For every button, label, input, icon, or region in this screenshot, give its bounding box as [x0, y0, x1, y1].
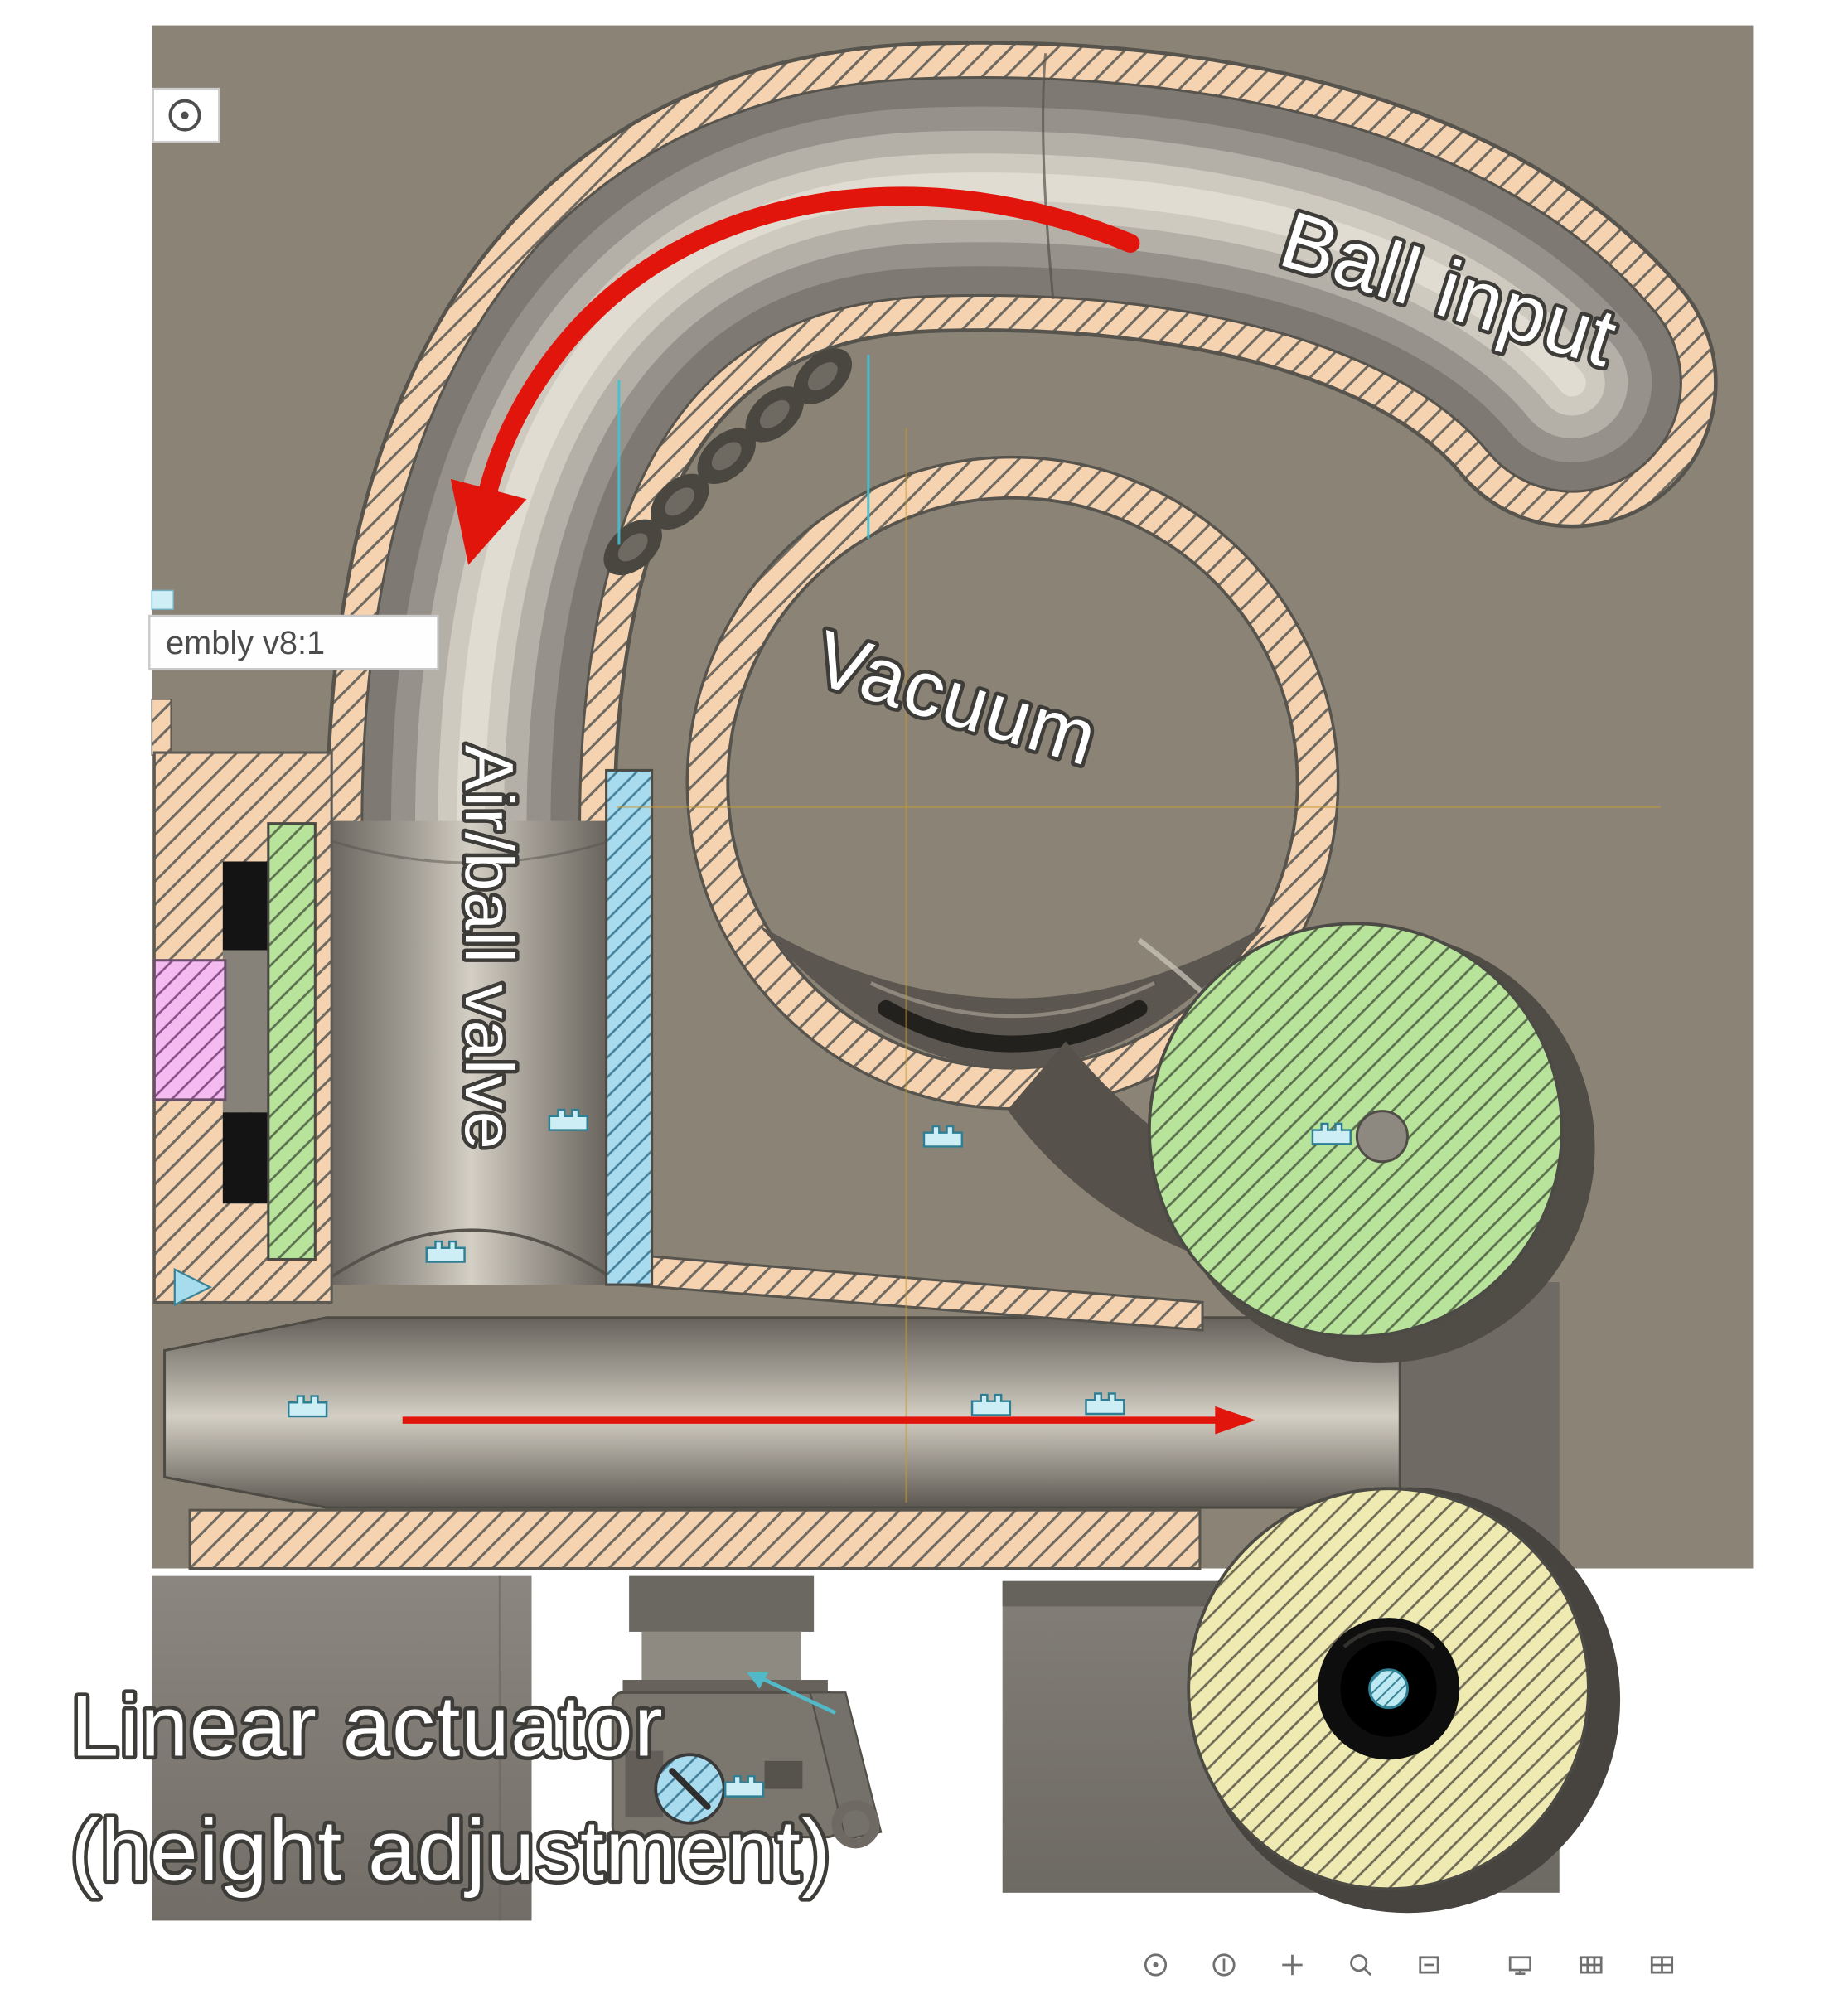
- left-edge-section-chip: [151, 699, 172, 756]
- section-datum-symbols: [173, 1108, 1352, 1798]
- actuator-ring: [831, 1800, 880, 1849]
- pan-icon[interactable]: [1282, 1954, 1303, 1976]
- annotation-linear-actuator: Linear actuator: [71, 1679, 665, 1775]
- look-at-icon[interactable]: [1212, 1953, 1236, 1977]
- air-ball-valve-tube[interactable]: [322, 820, 619, 1285]
- orbit-icon[interactable]: [1144, 1953, 1168, 1977]
- motion-arrow: [747, 1672, 769, 1689]
- hub-screw: [1368, 1668, 1409, 1710]
- annotation-linear-actuator-sub: (height adjustment): [71, 1803, 832, 1899]
- annotation-air-ball-valve: Air/ball valve: [451, 745, 527, 1150]
- wheel-axle: [1355, 1110, 1409, 1164]
- chamber-floor: [757, 924, 1267, 1068]
- barrel-lower-wall: [188, 1508, 1202, 1570]
- valve-housing-section[interactable]: [152, 751, 654, 1304]
- seal-section: [152, 959, 227, 1101]
- navigation-toolbar[interactable]: [1144, 1953, 1674, 1977]
- document-version-label[interactable]: embly v8:1: [148, 614, 439, 670]
- exit-barrel[interactable]: [163, 1316, 1401, 1570]
- viewports-icon[interactable]: [1650, 1956, 1674, 1974]
- ball-exit-arrow: [402, 1406, 1256, 1435]
- valve-seat-left: [267, 822, 317, 1261]
- display-settings-icon[interactable]: [1508, 1956, 1531, 1976]
- document-version-text: embly v8:1: [166, 625, 325, 661]
- chamber-slot: [878, 999, 1148, 1053]
- datum-triangle: [173, 1267, 213, 1307]
- left-edge-symbol: [151, 589, 175, 611]
- yellow-drive-wheel[interactable]: [1187, 1487, 1621, 1914]
- tube-seam: [1042, 53, 1055, 299]
- fit-view-icon[interactable]: [1419, 1956, 1439, 1974]
- origin-visibility-button[interactable]: [152, 87, 220, 143]
- zoom-icon[interactable]: [1350, 1954, 1372, 1977]
- green-pinch-wheel[interactable]: [1147, 922, 1595, 1363]
- ball-flow-arrow: [450, 186, 1140, 565]
- valve-sleeve-right: [605, 768, 654, 1286]
- vacuum-chamber[interactable]: [685, 455, 1340, 1111]
- grid-snap-icon[interactable]: [1580, 1956, 1603, 1974]
- linear-actuator-assembly[interactable]: [611, 1575, 883, 1849]
